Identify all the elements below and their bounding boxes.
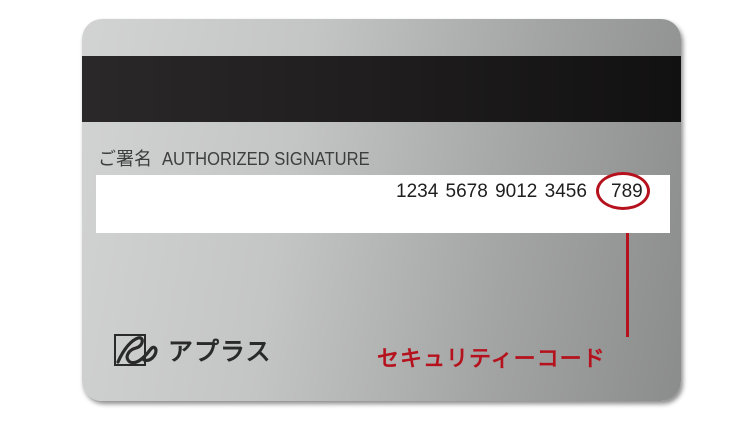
brand-logo: アプラス: [114, 332, 272, 368]
signature-label: ご署名 AUTHORIZED SIGNATURE: [98, 145, 388, 171]
security-code-highlight-ring: [596, 172, 650, 210]
security-code-callout-label: セキュリティーコード: [377, 347, 606, 372]
signature-label-jp: ご署名: [98, 149, 152, 170]
aplus-logo-icon: [114, 334, 158, 366]
signature-label-en: AUTHORIZED SIGNATURE: [162, 149, 370, 169]
callout-leader-line: [626, 233, 629, 337]
brand-name: アプラス: [168, 337, 272, 366]
magnetic-stripe: [82, 56, 681, 122]
signature-panel: 1234 5678 9012 3456 789: [96, 172, 670, 233]
credit-card-back: ご署名 AUTHORIZED SIGNATURE 1234 5678 9012 3…: [82, 19, 681, 401]
card-number: 1234 5678 9012 3456: [396, 181, 587, 202]
